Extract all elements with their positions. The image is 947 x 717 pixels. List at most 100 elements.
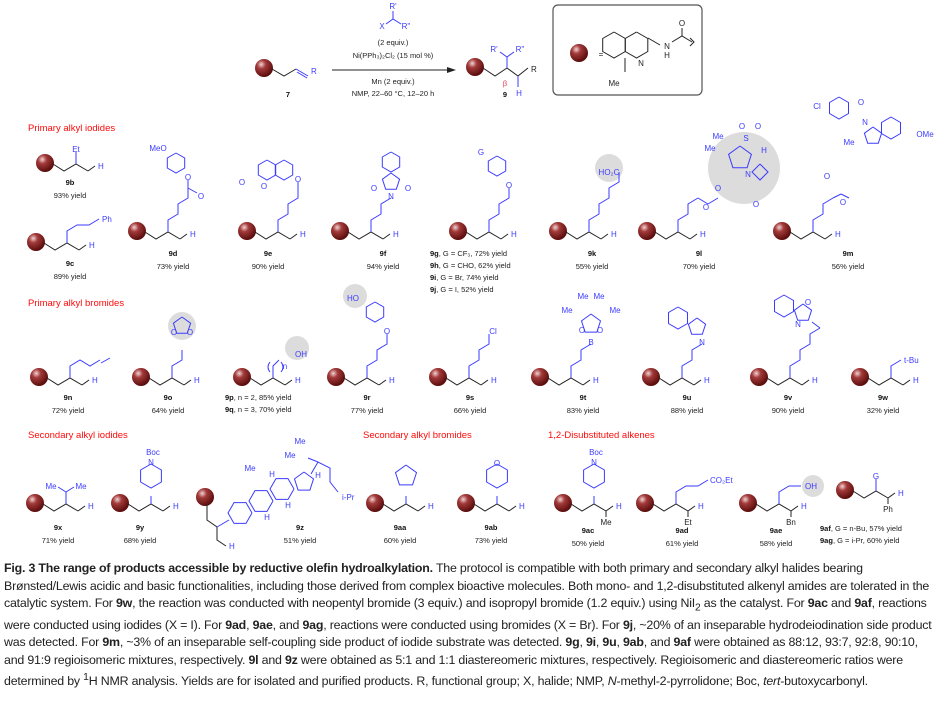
bond xyxy=(600,233,609,240)
ring xyxy=(269,478,295,500)
atom-label: OH xyxy=(295,350,307,359)
atom-label: H xyxy=(315,471,321,480)
hydrogen-label: H xyxy=(173,502,179,511)
auxiliary-ball-icon xyxy=(238,222,256,240)
atom-label: H xyxy=(761,146,767,155)
caption-text: , reactions were conducted using iodides… xyxy=(4,596,927,632)
atom-label: O xyxy=(239,178,245,187)
side-chain xyxy=(675,479,709,504)
compound-label: 9v xyxy=(784,393,793,402)
ring xyxy=(365,301,385,323)
caption-text: 2 xyxy=(695,602,701,614)
backbone xyxy=(755,503,792,512)
highlight-bubble xyxy=(168,312,196,340)
caption-text: , xyxy=(616,635,623,650)
side-chain xyxy=(588,172,620,232)
atom-label: O xyxy=(371,184,377,193)
bond xyxy=(183,379,192,386)
atom-label: O xyxy=(739,122,745,131)
ring xyxy=(624,31,649,59)
compound-label: 9af xyxy=(820,524,831,533)
atom-label: Me xyxy=(704,144,716,153)
hydrogen-label: H xyxy=(611,230,617,239)
hydrogen-label: H xyxy=(913,376,919,385)
auxiliary-ball-icon xyxy=(366,494,384,512)
bond xyxy=(840,193,850,199)
compound-yield: 58% yield xyxy=(760,539,793,548)
hydrogen-label: H xyxy=(190,230,196,239)
repeat-bracket xyxy=(267,361,284,373)
auxiliary-ball-icon xyxy=(642,368,660,386)
auxiliary-ball-icon xyxy=(457,494,475,512)
auxiliary-ball-icon xyxy=(429,368,447,386)
highlight-bubble xyxy=(595,154,623,182)
hydrogen-label: H xyxy=(511,230,517,239)
compound-yield: , G = n-Bu, 57% yield xyxy=(831,524,902,533)
conditions-text: NMP, 22–60 °C, 12–20 h xyxy=(352,89,435,98)
compound-reference: 9af xyxy=(673,635,692,650)
reagent-x: X xyxy=(379,22,385,31)
terminal-substituent: Bn xyxy=(786,518,796,527)
caption-text: and xyxy=(258,652,285,667)
ring xyxy=(793,303,813,321)
backbone xyxy=(654,231,691,240)
highlight-bubble xyxy=(802,475,824,497)
caption-text: , xyxy=(246,617,253,632)
bond xyxy=(790,505,799,512)
compound-label: 9k xyxy=(588,249,597,258)
atom-label: O xyxy=(579,326,585,335)
highlight-bubble xyxy=(285,336,309,360)
atom-label: MeO xyxy=(149,144,166,153)
hydrogen-label: H xyxy=(616,502,622,511)
backbone xyxy=(473,503,510,512)
compound-yield: , G = I, 52% yield xyxy=(436,285,493,294)
backbone xyxy=(42,503,79,512)
atom-label: N xyxy=(745,170,751,179)
bond xyxy=(687,505,696,512)
caption-text: H NMR analysis. Yields are for isolated … xyxy=(88,674,608,689)
bond xyxy=(508,505,517,512)
hydrogen-label: H xyxy=(428,502,434,511)
amide-n: N xyxy=(664,42,670,51)
bond xyxy=(671,35,693,43)
backbone xyxy=(347,231,384,240)
compound-yield: 51% yield xyxy=(284,536,317,545)
reagent-r1: R' xyxy=(389,2,397,11)
compound-reference: 9w xyxy=(115,596,133,610)
atom-label: O xyxy=(405,184,411,193)
compound-yield: 60% yield xyxy=(384,536,417,545)
terminal-substituent: Me xyxy=(600,518,612,527)
backbone xyxy=(570,503,607,512)
section-title: 1,2-Disubstituted alkenes xyxy=(548,430,655,441)
backbone xyxy=(206,505,227,547)
compound-yield: 32% yield xyxy=(867,406,900,415)
compound-yield: 90% yield xyxy=(252,262,285,271)
compound-label: 9d xyxy=(169,249,178,258)
side-chain xyxy=(66,218,100,243)
compound-label: 9y xyxy=(136,523,145,532)
auxiliary-ball-icon xyxy=(554,494,572,512)
atom-label: OH xyxy=(805,482,817,491)
atom-label: Et xyxy=(72,145,80,154)
bond xyxy=(647,37,661,46)
ring xyxy=(829,96,849,120)
compound-label: 9ac xyxy=(582,526,595,535)
compound-label: 9p xyxy=(225,393,234,402)
side-chain xyxy=(890,359,902,378)
hydrogen-label: H xyxy=(698,502,704,511)
compound-yield: 94% yield xyxy=(367,262,400,271)
atom-label: O xyxy=(185,173,191,182)
bond xyxy=(296,71,308,79)
atom-label: O xyxy=(755,122,761,131)
bond xyxy=(902,379,911,386)
bond xyxy=(801,379,810,386)
atom-label: Me xyxy=(561,306,573,315)
auxiliary-ball-icon xyxy=(128,222,146,240)
